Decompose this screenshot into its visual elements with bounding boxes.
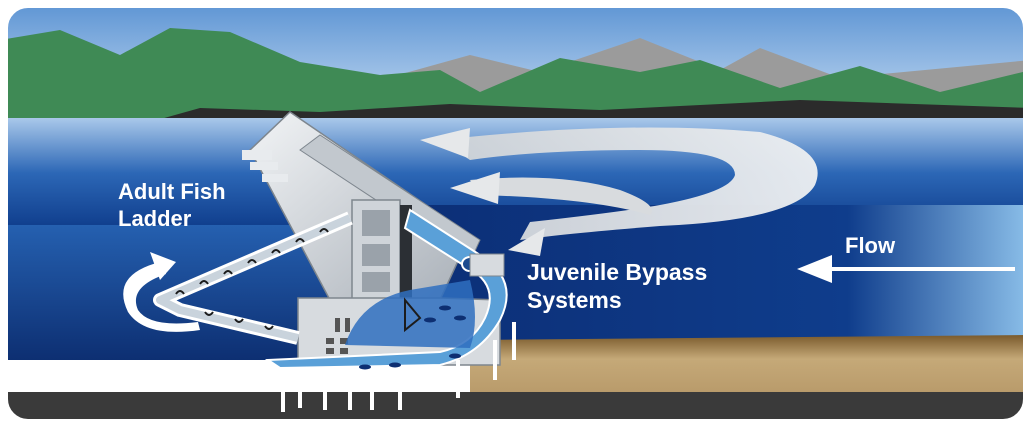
reservoir-water xyxy=(420,205,1025,345)
mountains-green xyxy=(6,28,1025,125)
bypass-label-line-2: Systems xyxy=(527,287,622,313)
dam-structure xyxy=(242,111,516,412)
flow-arrow-head-low xyxy=(508,228,545,256)
ladder-label-line-2: Ladder xyxy=(118,206,192,231)
riverbed xyxy=(470,335,1025,395)
flow-swirl xyxy=(440,127,818,240)
adult-fish-ladder-label: Adult Fish Ladder xyxy=(118,178,226,232)
fish-icon xyxy=(359,305,466,370)
return-arrow xyxy=(123,262,200,332)
bypass-label-line-1: Juvenile Bypass xyxy=(527,259,708,285)
flow-label: Flow xyxy=(845,233,896,258)
flow-arrow-head-top xyxy=(420,128,470,158)
juvenile-bypass-label: Juvenile Bypass Systems xyxy=(527,258,707,314)
ground xyxy=(6,392,1025,421)
fish-ladder xyxy=(153,211,353,345)
flow-arrow-head-mid xyxy=(450,172,500,204)
frame-border xyxy=(4,4,1027,423)
ladder-label-line-1: Adult Fish xyxy=(118,179,226,204)
flow-arrow-head xyxy=(797,255,832,283)
flow-mid xyxy=(470,177,652,215)
return-arrow-head xyxy=(150,252,176,280)
